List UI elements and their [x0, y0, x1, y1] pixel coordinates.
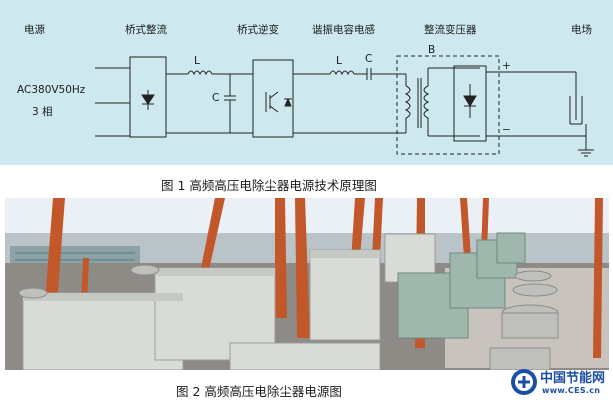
transformer-primary-icon	[404, 85, 411, 119]
rectifier-diode-icon	[141, 94, 155, 105]
igbt-icon	[284, 97, 292, 107]
label-field: 电场	[571, 24, 592, 36]
label-ac-spec: AC380V50Hz	[17, 84, 86, 96]
transformer-dashed-box	[396, 55, 500, 155]
label-rectifier-transformer: 整流变压器	[424, 24, 477, 36]
bridge-rectifier-box	[129, 56, 167, 138]
site-name: 中国节能网	[540, 371, 606, 386]
label-plus: +	[502, 60, 511, 72]
figure2-caption: 图 2 高频高压电除尘器电源图	[176, 384, 342, 399]
circuit-diagram-panel: 电源 桥式整流 桥式逆变 谐振电容电感 整流变压器 电场 AC380V50Hz …	[0, 0, 613, 165]
photo-illustration	[5, 198, 609, 370]
hv-diode-icon	[463, 95, 477, 107]
inductor-l2-icon	[329, 70, 355, 76]
label-block-b: B	[428, 44, 436, 56]
hv-rectifier-box	[453, 65, 487, 142]
figure1-caption: 图 1 高频高压电除尘器电源技术原理图	[161, 178, 377, 193]
ces-logo-icon	[511, 369, 537, 395]
label-capacitor-c1: C	[212, 92, 220, 104]
label-inductor-l1: L	[194, 55, 200, 67]
label-inductor-l2: L	[336, 55, 342, 67]
label-power: 电源	[24, 24, 45, 36]
circuit-diagram	[95, 55, 594, 157]
label-resonant: 谐振电容电感	[312, 24, 375, 36]
transformer-secondary-icon	[423, 85, 430, 119]
site-watermark: 中国节能网 www.CES.cn	[509, 366, 613, 400]
label-minus: −	[502, 124, 511, 136]
label-bridge-inverter: 桥式逆变	[237, 24, 279, 36]
power-supply-photo	[5, 198, 609, 370]
site-url: www.CES.cn	[542, 386, 601, 395]
label-bridge-rectifier: 桥式整流	[125, 24, 167, 36]
label-capacitor-c2: C	[365, 53, 373, 65]
inductor-l1-icon	[187, 70, 213, 76]
label-phase: 3 相	[32, 106, 53, 118]
bridge-inverter-box	[252, 59, 294, 138]
